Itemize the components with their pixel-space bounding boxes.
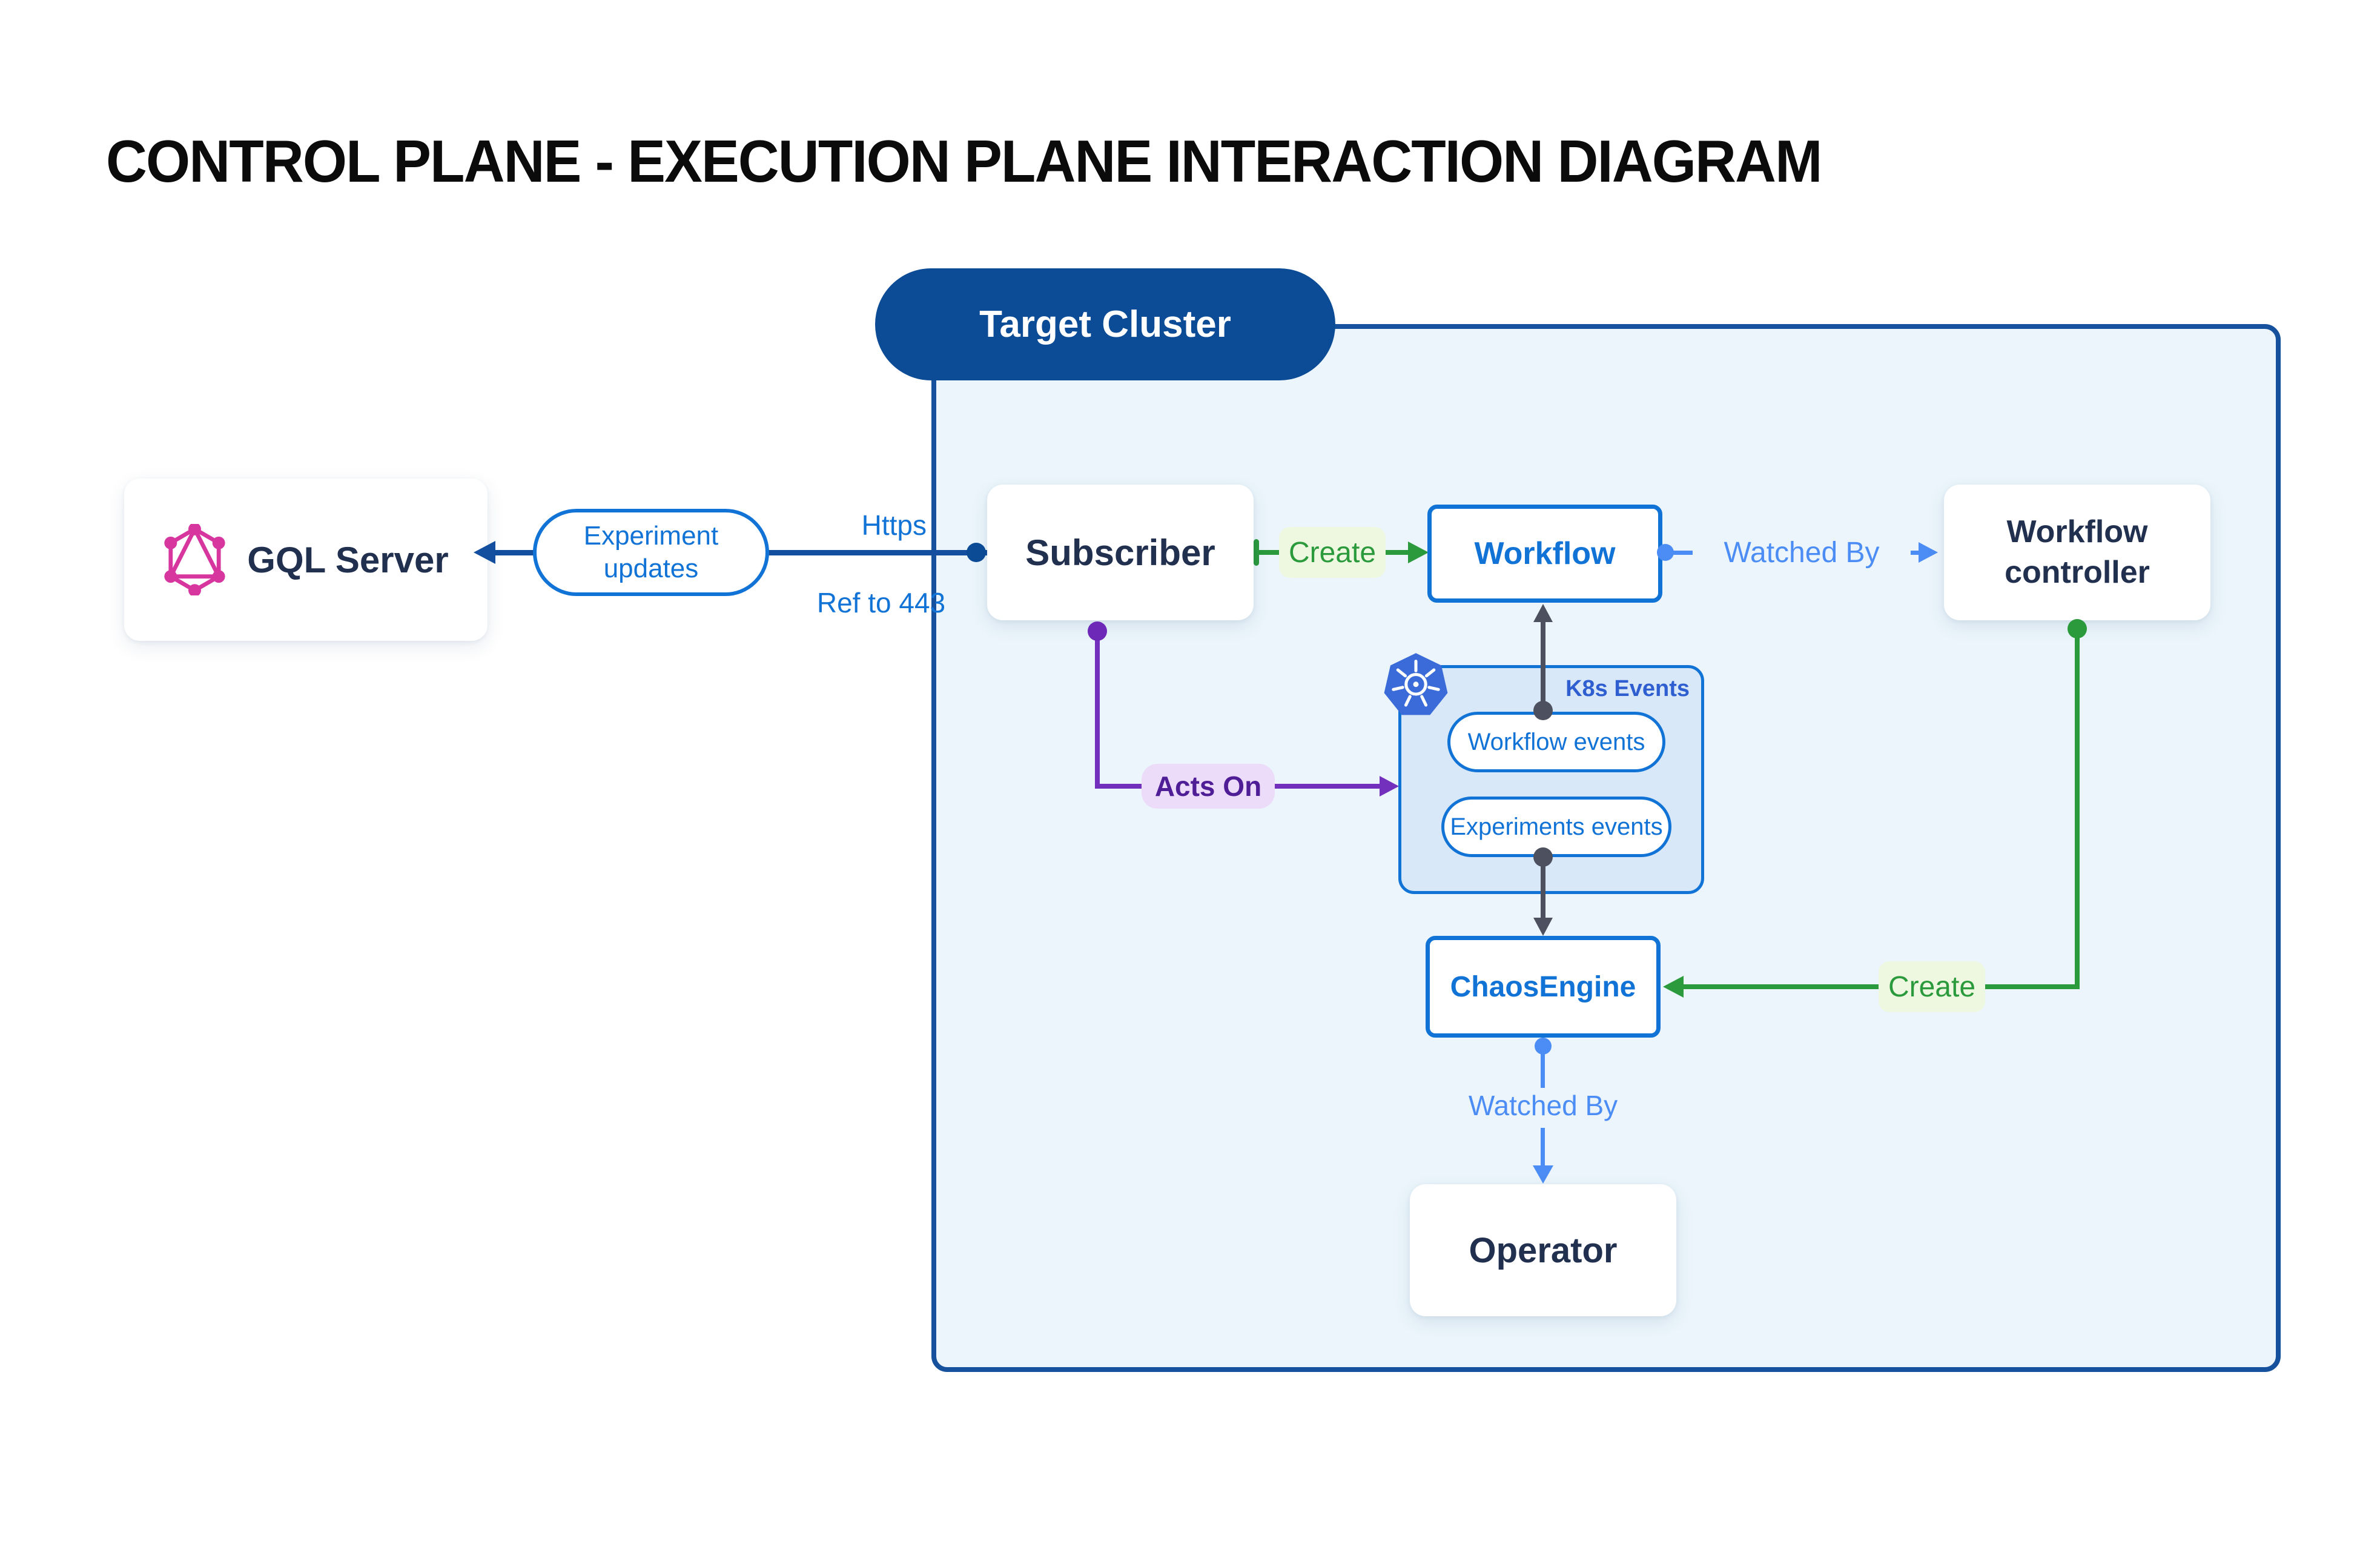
workflow-label: Workflow [1474, 536, 1616, 571]
node-workflow-controller: Workflow controller [1944, 485, 2210, 620]
node-gql-server: GQL Server [124, 479, 488, 641]
edge-events-to-chaosengine-line [1541, 857, 1545, 919]
node-subscriber: Subscriber [987, 485, 1254, 620]
arrowhead-up-icon [1533, 604, 1553, 622]
create-label-text: Create [1288, 536, 1377, 569]
edge-watched-by-bottom-label: Watched By [1452, 1088, 1634, 1122]
connector-dot [1088, 621, 1107, 641]
arrowhead-right-icon [1380, 776, 1399, 797]
arrowhead-down-icon [1533, 1165, 1553, 1184]
edge-experiment-updates-pill: Experiment updates [533, 509, 769, 596]
node-operator: Operator [1410, 1184, 1676, 1316]
arrowhead-right-icon [1919, 542, 1938, 563]
graphql-icon [163, 524, 226, 595]
node-workflow: Workflow [1427, 505, 1662, 603]
k8s-events-label: K8s Events [1565, 676, 1690, 701]
chaos-engine-label: ChaosEngine [1450, 970, 1636, 1003]
operator-label: Operator [1469, 1230, 1618, 1270]
experiment-updates-label: Experiment updates [583, 521, 719, 583]
target-cluster-label-pill: Target Cluster [875, 268, 1335, 380]
edge-controller-to-chaosengine-vline [2075, 629, 2080, 987]
edge-chaosengine-to-operator-line [1541, 1054, 1545, 1088]
pill-experiments-events: Experiments events [1441, 797, 1671, 857]
edge-acts-on-label: Acts On [1142, 764, 1275, 809]
connector-dot [1657, 544, 1674, 561]
arrowhead-left-icon [1663, 976, 1684, 998]
watched-by-bottom-text: Watched By [1468, 1090, 1618, 1121]
arrowhead-down-icon [1533, 918, 1553, 936]
arrowhead-right-icon [1408, 542, 1429, 563]
edge-create-label: Create [1279, 527, 1386, 578]
kubernetes-icon [1382, 652, 1450, 720]
edge-subscriber-acts-on-vline [1095, 631, 1100, 786]
edge-events-to-workflow-line [1541, 621, 1545, 711]
watched-by-top-text: Watched By [1724, 536, 1880, 569]
page-title: CONTROL PLANE - EXECUTION PLANE INTERACT… [106, 128, 1822, 194]
pill-workflow-events: Workflow events [1447, 712, 1665, 772]
gql-server-label: GQL Server [247, 539, 449, 580]
workflow-events-text: Workflow events [1467, 728, 1645, 755]
connector-dot [1533, 847, 1553, 867]
arrowhead-left-icon [474, 541, 495, 564]
edge-watched-by-top-label: Watched By [1693, 535, 1911, 569]
connector-dot [967, 543, 986, 562]
workflow-controller-label: Workflow controller [2005, 514, 2150, 590]
edge-chaosengine-to-operator-line [1541, 1128, 1545, 1167]
connector-dot [2068, 619, 2087, 638]
subscriber-label: Subscriber [1025, 532, 1215, 573]
connector-dot [1535, 1038, 1552, 1055]
target-cluster-label: Target Cluster [979, 303, 1231, 345]
experiments-events-text: Experiments events [1450, 813, 1663, 840]
connector-dot [1533, 701, 1553, 720]
edge-create-right-label: Create [1879, 961, 1985, 1012]
edge-https-label: Https [861, 509, 927, 541]
acts-on-text: Acts On [1154, 770, 1262, 802]
edge-ref-443-label: Ref to 443 [816, 587, 946, 618]
create-right-text: Create [1888, 970, 1976, 1003]
node-chaos-engine: ChaosEngine [1426, 936, 1661, 1038]
